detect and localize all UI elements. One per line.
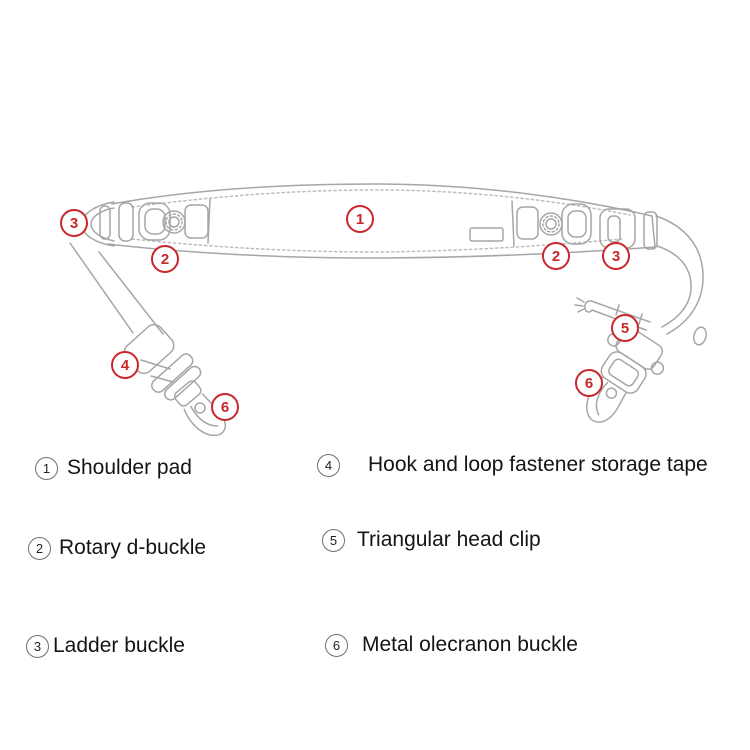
legend-label: Ladder buckle (53, 634, 185, 657)
rotary-d-buckle-right (511, 200, 592, 247)
legend-number-circle: 3 (26, 634, 49, 658)
legend-number-circle: 2 (28, 536, 51, 560)
strap-line-art (69, 183, 707, 437)
strap-keeper-loop (693, 326, 707, 346)
rotary-d-buckle-left (138, 198, 211, 244)
legend-label: Metal olecranon buckle (362, 633, 578, 656)
webbing-right (655, 215, 707, 346)
legend-item-head-clip: 5 Triangular head clip (322, 528, 541, 552)
ladder-lock-left (151, 353, 202, 401)
legend-item-olecranon-buckle: 6 Metal olecranon buckle (325, 633, 578, 657)
legend-number-circle: 6 (325, 633, 348, 657)
legend-label: Hook and loop fastener storage tape (368, 453, 708, 476)
stitch-line-top (131, 189, 631, 216)
callout-2-right: 2 (542, 242, 570, 270)
callout-6-left: 6 (211, 393, 239, 421)
callout-5-head-clip: 5 (611, 314, 639, 342)
webbing-left (69, 242, 174, 383)
shoulder-pad-outline (107, 183, 656, 259)
callout-3-right: 3 (602, 242, 630, 270)
legend-item-ladder-buckle: 3 Ladder buckle (26, 634, 185, 658)
ladder-buckle-left (81, 201, 134, 247)
legend-item-rotary-d-buckle: 2 Rotary d-buckle (28, 536, 206, 560)
olecranon-buckle-left (173, 380, 226, 437)
legend-label: Triangular head clip (357, 528, 541, 551)
callout-2-left: 2 (151, 245, 179, 273)
legend-item-storage-tape: 4 Hook and loop fastener storage tape (317, 453, 708, 477)
legend-number-circle: 4 (317, 453, 340, 477)
legend-label: Shoulder pad (67, 456, 192, 479)
callout-1-shoulder-pad: 1 (346, 205, 374, 233)
legend-number-circle: 5 (322, 528, 345, 552)
legend-label: Rotary d-buckle (59, 536, 207, 559)
pad-tab-detail (469, 227, 504, 242)
callout-4-storage-tape: 4 (111, 351, 139, 379)
callout-3-left: 3 (60, 209, 88, 237)
callout-6-right: 6 (575, 369, 603, 397)
legend-number-circle: 1 (35, 456, 58, 480)
legend-item-shoulder-pad: 1 Shoulder pad (35, 456, 192, 480)
